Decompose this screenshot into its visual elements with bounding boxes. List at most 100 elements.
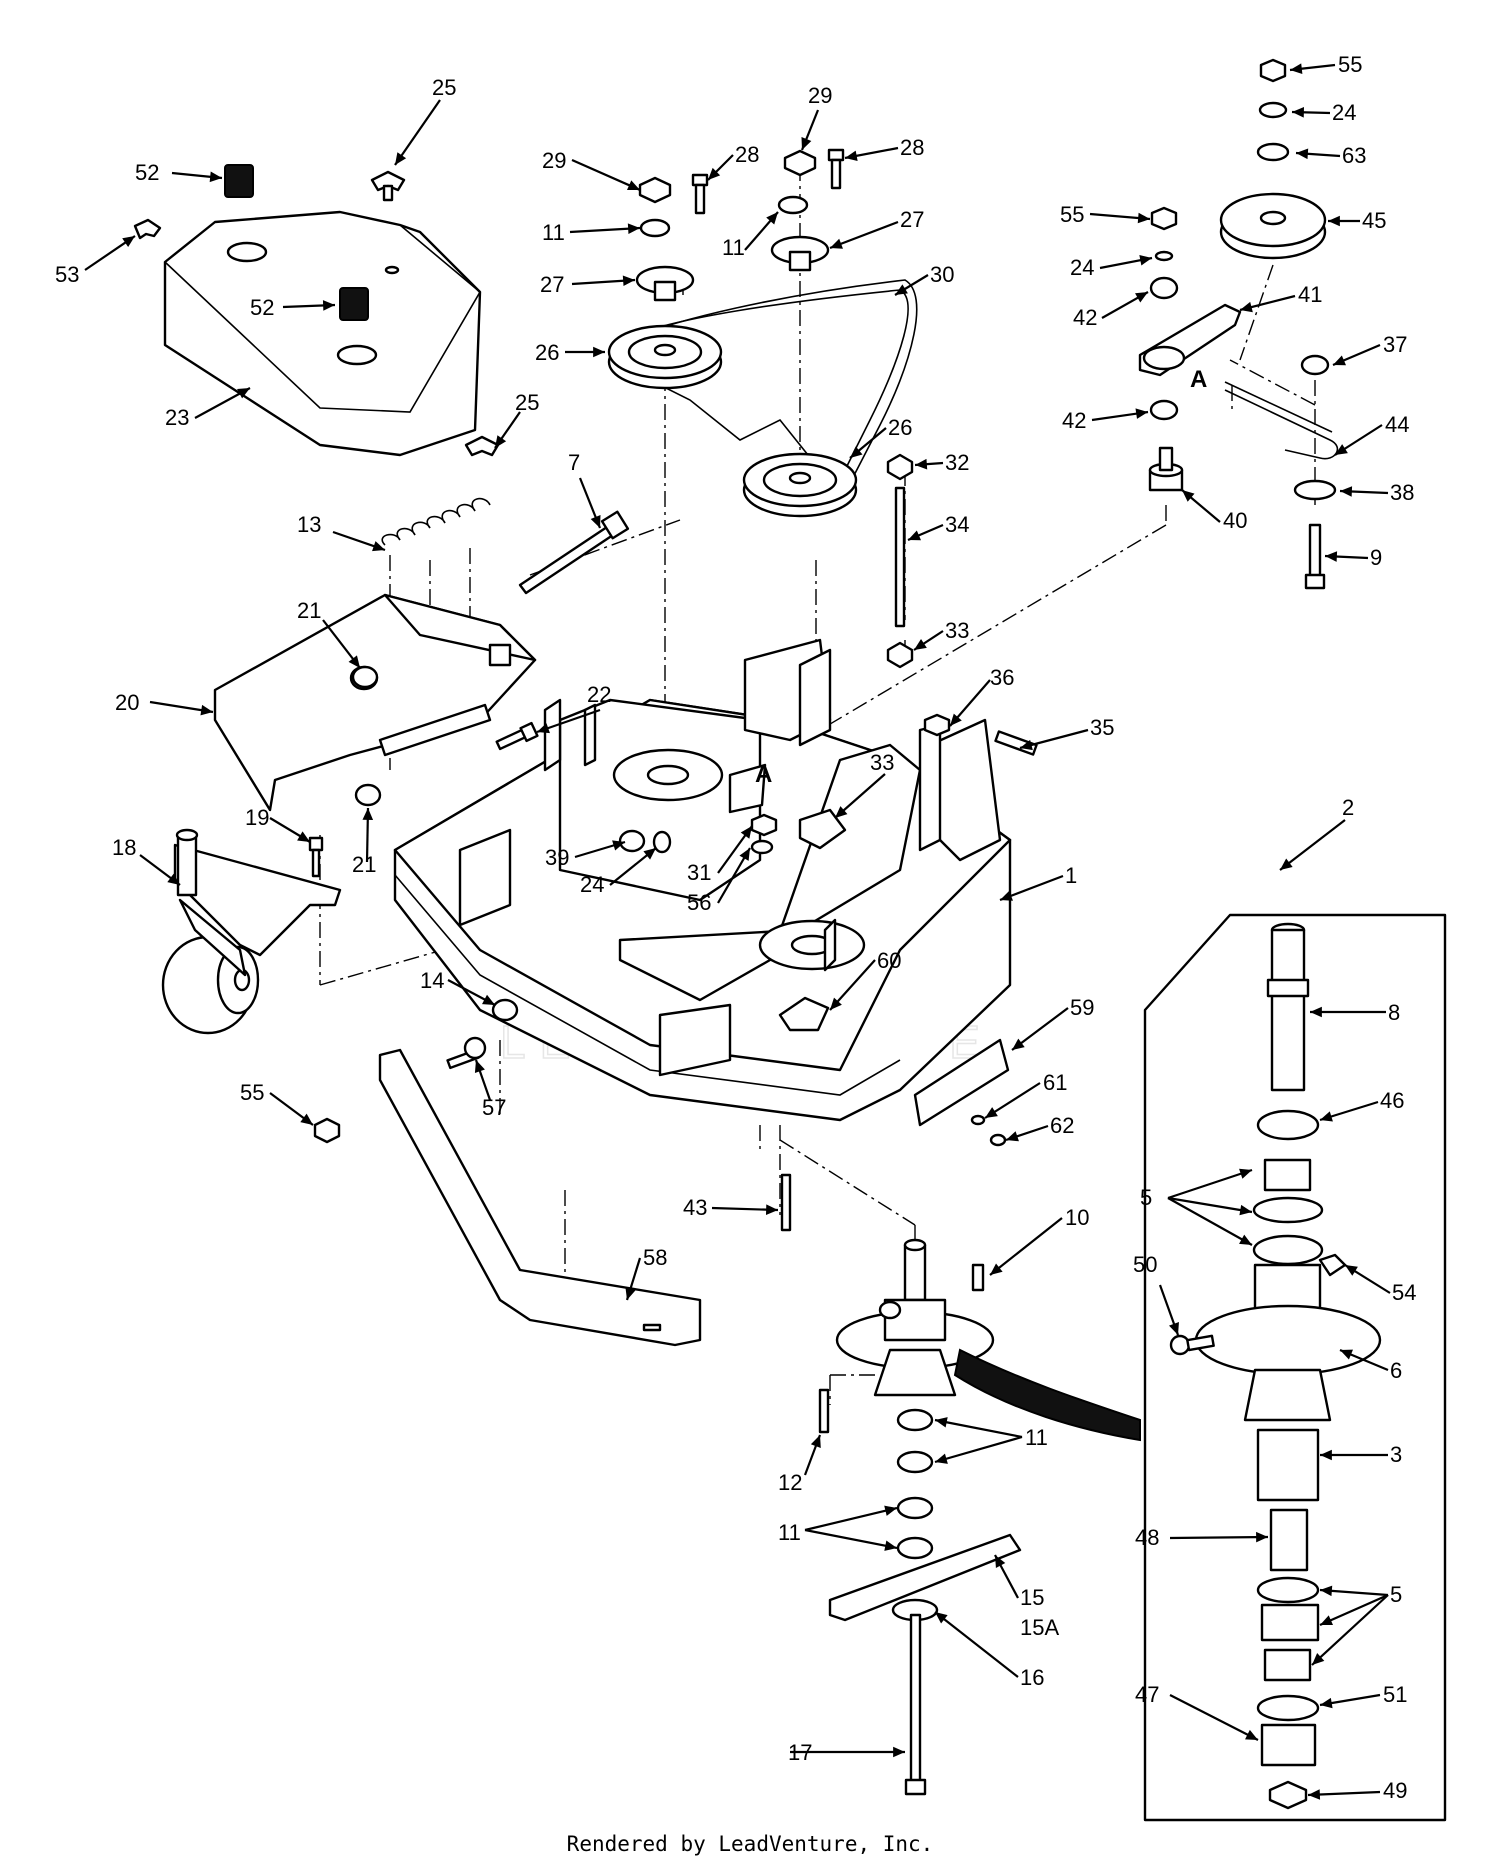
spindle-key-10 xyxy=(971,1263,985,1292)
leader-arrowhead xyxy=(1168,1322,1179,1335)
leader-arrowhead xyxy=(884,1540,897,1551)
leader-arrowhead xyxy=(627,223,640,234)
leader-arrowhead xyxy=(884,1505,897,1516)
leader-arrowhead xyxy=(1325,551,1338,562)
nut-21-lower xyxy=(354,783,382,807)
leader-arrowhead xyxy=(1239,1234,1252,1245)
idler-arm-41 xyxy=(1138,303,1242,377)
leader-line xyxy=(1319,1593,1389,1627)
callout-12: 12 xyxy=(778,1470,802,1495)
long-bolt-7 xyxy=(518,510,630,595)
leader-arrowhead xyxy=(474,1060,485,1073)
leader-arrowhead xyxy=(914,639,927,650)
callout-33-upper: 33 xyxy=(945,618,969,643)
leader-line xyxy=(934,1418,1023,1439)
callout-A-upper: A xyxy=(1190,366,1207,393)
callout-35: 35 xyxy=(1090,715,1114,740)
baffle-58 xyxy=(378,1048,702,1347)
leader-arrowhead xyxy=(1240,301,1253,313)
callout-24-mid: 24 xyxy=(1070,255,1094,280)
stud-34 xyxy=(886,453,914,669)
leader-lines xyxy=(84,63,1391,1800)
leader-arrowhead xyxy=(765,1204,778,1215)
height-bracket-rear xyxy=(918,718,1002,862)
leader-line xyxy=(1167,1168,1253,1200)
connector-blob xyxy=(953,1348,1141,1442)
callout-29-left: 29 xyxy=(542,148,566,173)
callout-11-spindle-upper: 11 xyxy=(1025,1425,1048,1450)
leader-arrowhead xyxy=(810,1435,821,1448)
leader-arrowhead xyxy=(1328,215,1340,227)
leader-arrowhead xyxy=(1320,1111,1333,1122)
leader-arrowhead xyxy=(1320,1585,1333,1597)
bolt-43 xyxy=(780,1173,792,1232)
leader-arrowhead xyxy=(322,300,335,311)
leader-arrowhead xyxy=(935,1612,948,1624)
callout-10: 10 xyxy=(1065,1205,1089,1230)
leader-arrowhead xyxy=(122,236,135,248)
callout-52-lower: 52 xyxy=(250,295,274,320)
leader-arrowhead xyxy=(1280,858,1293,870)
leader-arrowhead xyxy=(495,435,507,448)
leader-arrowhead xyxy=(845,150,858,162)
leader-arrowhead xyxy=(237,388,250,399)
callout-55-mid: 55 xyxy=(1060,202,1084,227)
knob-cap-52-upper xyxy=(224,164,254,198)
leader-line xyxy=(1169,1694,1259,1741)
pulley-26-left xyxy=(607,324,723,390)
nut-29-right xyxy=(783,149,817,177)
leader-arrowhead xyxy=(643,848,656,860)
leader-arrowhead xyxy=(850,446,863,458)
callout-44: 44 xyxy=(1385,412,1409,437)
callout-7: 7 xyxy=(568,450,580,475)
leader-line xyxy=(804,1506,898,1532)
callout-labels: 55 24 63 45 55 24 42 41 37 A 42 44 38 40… xyxy=(55,52,1416,1803)
callout-13: 13 xyxy=(297,512,321,537)
callout-36: 36 xyxy=(990,665,1014,690)
blade-bolt-17 xyxy=(904,1613,927,1796)
callout-A-deck: A xyxy=(755,761,772,788)
caster-wheel-assembly xyxy=(161,828,342,1035)
leader-arrowhead xyxy=(1292,107,1305,118)
callout-28-left: 28 xyxy=(735,142,759,167)
leader-arrowhead xyxy=(893,1746,905,1758)
leader-arrowhead xyxy=(1256,1531,1268,1543)
callout-20: 20 xyxy=(115,690,139,715)
tension-spring xyxy=(381,497,491,546)
footer-credit: Rendered by LeadVenture, Inc. xyxy=(566,1832,934,1856)
leader-arrowhead xyxy=(950,713,962,726)
leader-arrowhead xyxy=(612,840,625,851)
belt-cover xyxy=(163,210,482,457)
leader-arrowhead xyxy=(362,808,374,820)
washer-38 xyxy=(1293,479,1337,501)
leader-arrowhead xyxy=(835,806,848,818)
callout-63: 63 xyxy=(1342,143,1366,168)
callout-15A: 15A xyxy=(1020,1615,1059,1640)
callout-8: 8 xyxy=(1388,1000,1400,1025)
leader-arrowhead xyxy=(1340,1349,1353,1360)
callout-50: 50 xyxy=(1133,1252,1157,1277)
callout-54: 54 xyxy=(1392,1280,1416,1305)
idler-pulley-45 xyxy=(1219,192,1327,260)
leader-arrowhead xyxy=(1020,739,1033,751)
callout-27-right: 27 xyxy=(900,207,924,232)
callout-39: 39 xyxy=(545,845,569,870)
leader-arrowhead xyxy=(740,826,752,839)
knob-cap-52-lower xyxy=(339,287,369,321)
callout-32: 32 xyxy=(945,450,969,475)
leader-arrowhead xyxy=(1006,1131,1019,1142)
bolt-22 xyxy=(495,721,539,751)
leader-arrowhead xyxy=(482,994,495,1005)
callout-22: 22 xyxy=(587,682,611,707)
callout-25-top: 25 xyxy=(432,75,456,100)
leader-arrowhead xyxy=(625,1287,636,1300)
leader-arrowhead xyxy=(1308,1789,1321,1800)
leader-arrowhead xyxy=(1239,1168,1252,1179)
hub-27-left xyxy=(635,265,695,302)
spacer-11-left xyxy=(639,218,671,238)
callout-18: 18 xyxy=(112,835,136,860)
callout-2: 2 xyxy=(1342,795,1354,820)
callout-11-left: 11 xyxy=(542,220,565,245)
callout-29-right: 29 xyxy=(808,83,832,108)
callout-27-left: 27 xyxy=(540,272,564,297)
